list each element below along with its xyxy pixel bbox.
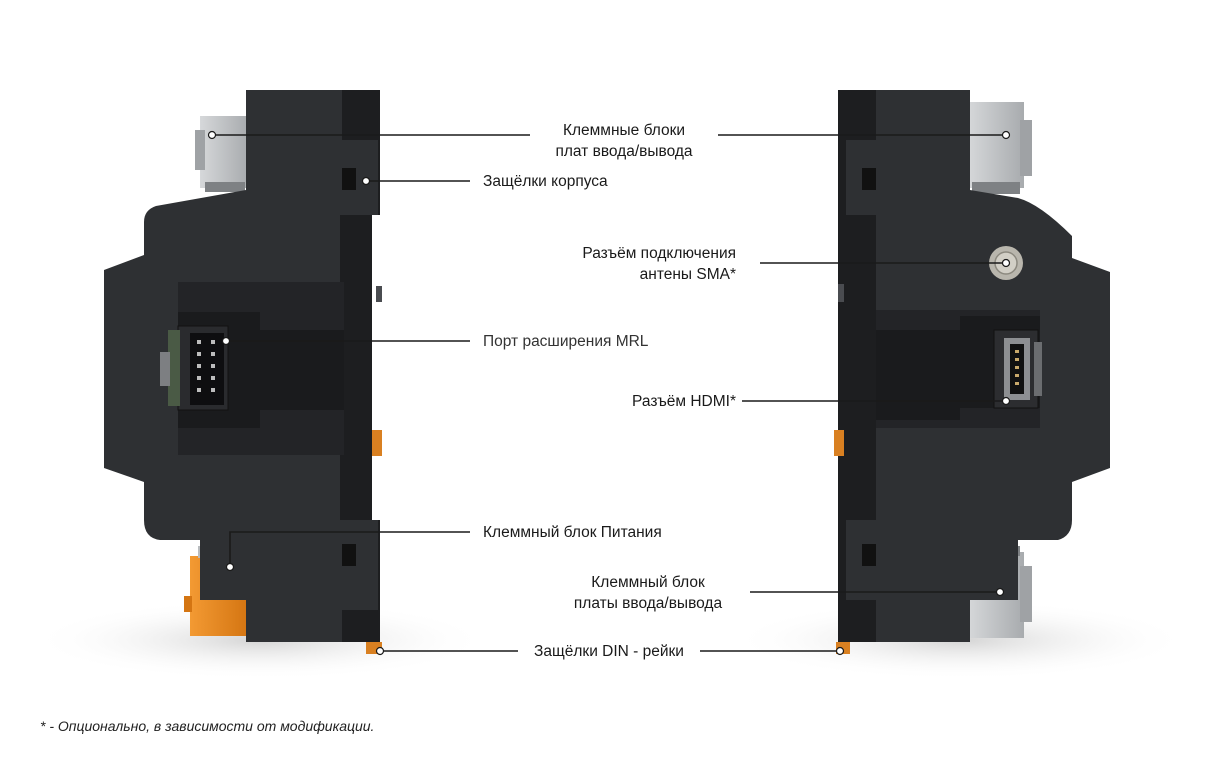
right-top-latch-window [862, 168, 876, 190]
left-side-tab [376, 286, 382, 302]
leader-dots [207, 130, 1011, 656]
left-din-clip-mid [372, 430, 382, 456]
label-io-terminal-blocks: Клеммные блоки плат ввода/вывода [536, 120, 712, 162]
left-top-terminal-block [195, 116, 248, 192]
label-io-terminal-blocks-line1: Клеммные блоки [562, 122, 686, 139]
right-device [834, 90, 1110, 654]
label-io-terminal-block-line1: Клеммный блок [591, 574, 705, 591]
left-housing-front-edge [340, 90, 380, 642]
right-side-tab [838, 284, 844, 302]
label-io-terminal-blocks-line2: плат ввода/вывода [555, 143, 693, 160]
footnote: * - Опционально, в зависимости от модифи… [40, 718, 375, 734]
label-mrl-port: Порт расширения MRL [483, 333, 649, 350]
right-bottom-latch-window [862, 544, 876, 566]
label-io-terminal-block: Клеммный блок платы ввода/вывода [558, 572, 738, 614]
label-io-terminal-block-line2: платы ввода/вывода [573, 595, 723, 612]
left-top-latch-window [342, 168, 356, 190]
leader-lines [212, 134, 1006, 652]
label-sma-connector: Разъём подключения антены SMA* [540, 243, 736, 285]
left-bottom-latch-window [342, 544, 356, 566]
right-top-terminal-block [968, 102, 1032, 194]
label-hdmi: Разъём HDMI* [632, 393, 736, 410]
left-device [104, 90, 382, 654]
label-sma-line2: антены SMA* [639, 266, 736, 283]
hdmi-connector [993, 329, 1042, 409]
mrl-port-connector [160, 325, 229, 411]
label-case-latches: Защёлки корпуса [483, 173, 608, 190]
label-sma-line1: Разъём подключения [582, 245, 736, 262]
right-housing-front-edge [838, 90, 878, 642]
label-din-latches: Защёлки DIN - рейки [534, 643, 684, 660]
right-din-clip-mid [834, 430, 844, 456]
label-power-terminal: Клеммный блок Питания [483, 524, 662, 541]
